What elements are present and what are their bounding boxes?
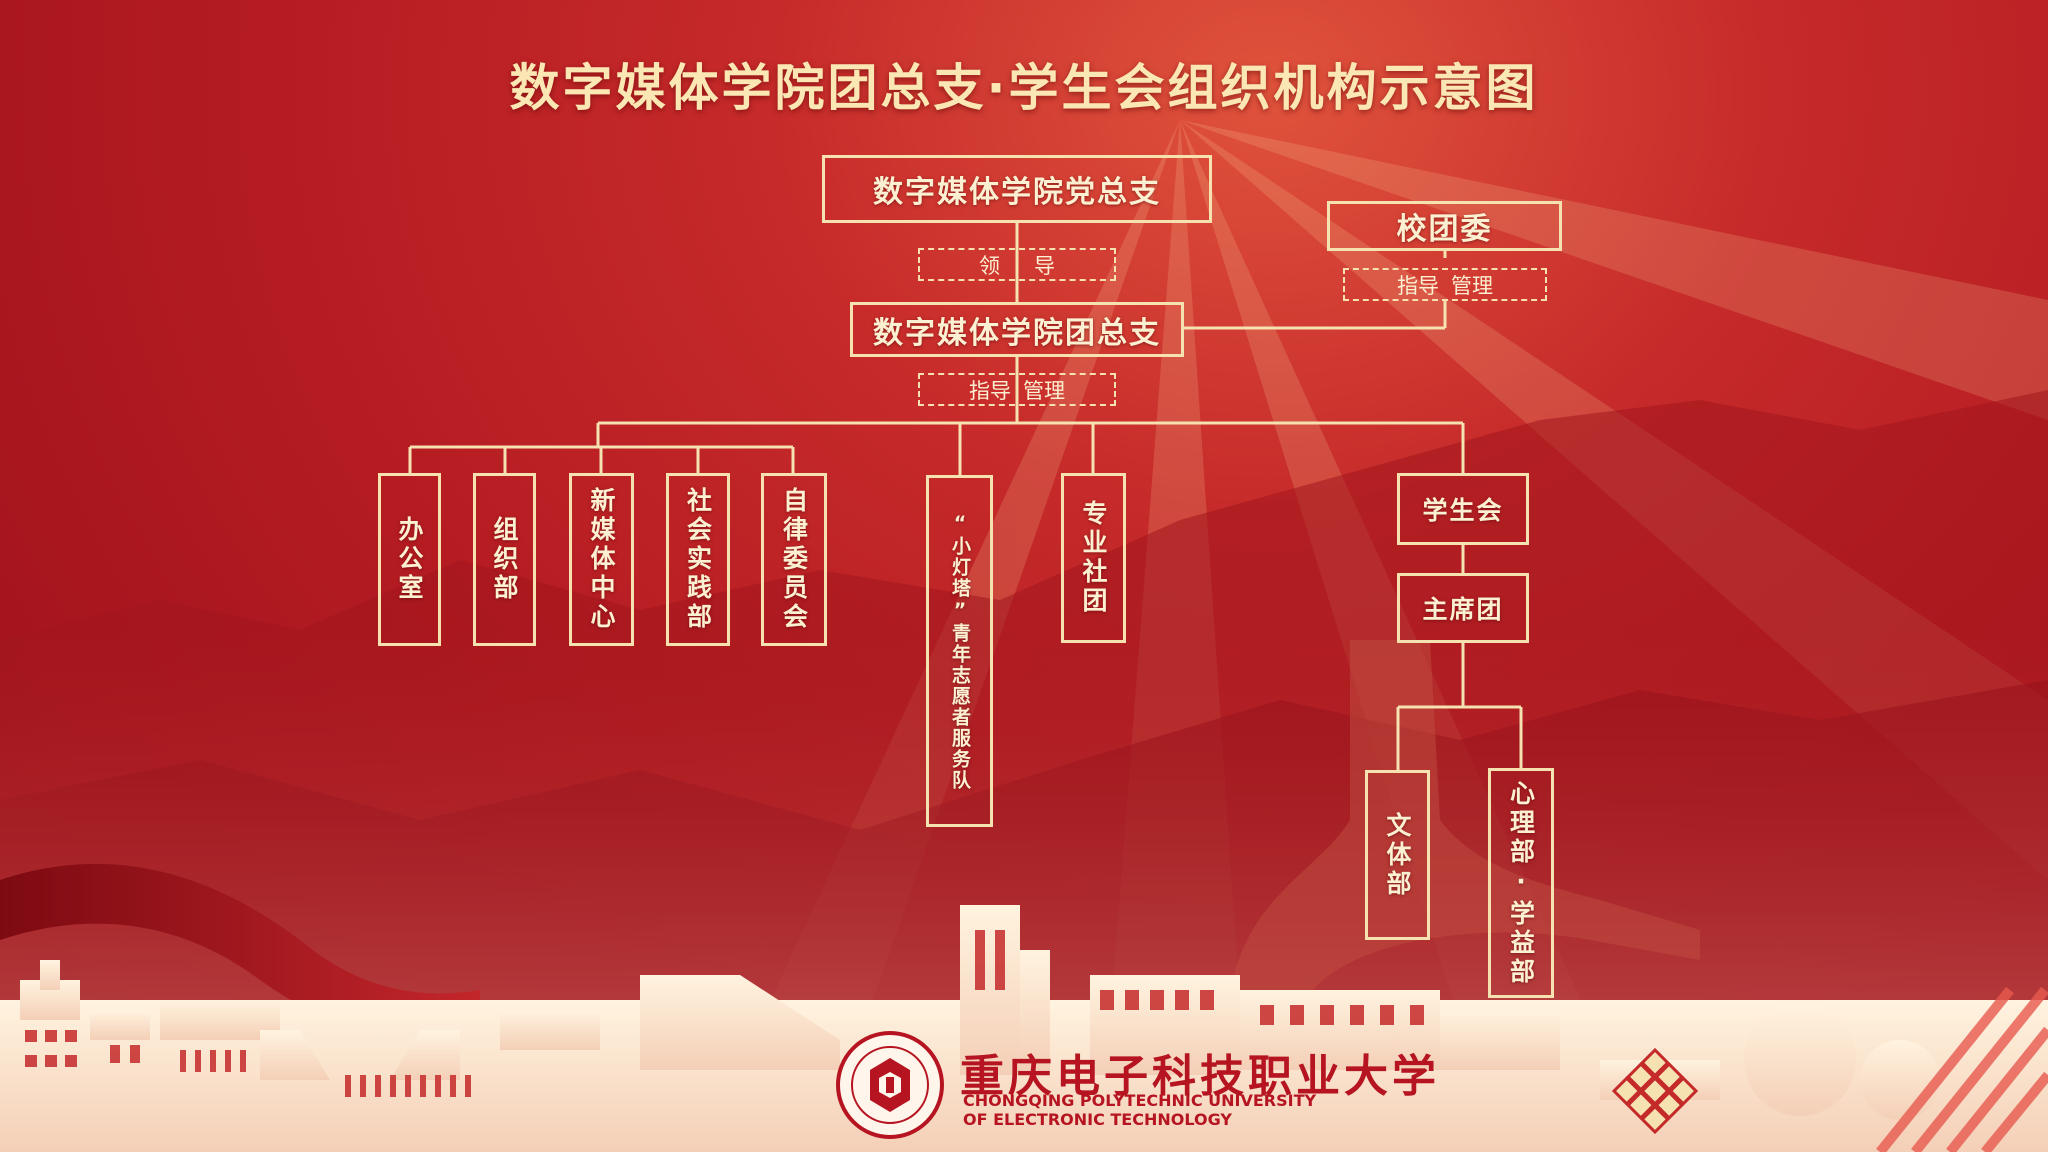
red-ribbon xyxy=(0,863,480,1043)
node-presidium: 主席团 xyxy=(1397,573,1529,643)
relation-manage: 管理 xyxy=(1451,273,1493,298)
page-title: 数字媒体学院团总支·学生会组织机构示意图 xyxy=(509,59,1539,117)
node-school-league: 校团委 xyxy=(1327,201,1562,251)
great-wall xyxy=(1230,640,1700,1010)
node-clubs: 专业社团 xyxy=(1061,473,1126,643)
node-psychology-study: 心理部·学益部 xyxy=(1488,768,1554,998)
node-social-practice: 社会实践部 xyxy=(666,473,730,646)
node-party-branch: 数字媒体学院党总支 xyxy=(822,155,1212,223)
node-league-branch: 数字媒体学院团总支 xyxy=(850,302,1184,357)
relation-guide: 指导 xyxy=(1397,273,1439,298)
relation-guide-manage-branch: 指导 管理 xyxy=(918,373,1116,406)
relation-lead-char-1: 领 xyxy=(979,253,1000,278)
university-name-en-line1: CHONGQING POLYTECHNIC UNIVERSITY xyxy=(963,1091,1317,1110)
diamond-pattern xyxy=(1611,1047,1699,1135)
relation-guide-manage-school: 指导 管理 xyxy=(1343,268,1547,301)
node-self-discipline: 自律委员会 xyxy=(761,473,827,646)
relation-lead: 领 导 xyxy=(918,248,1116,281)
campus-skyline xyxy=(0,905,2048,1152)
relation-manage: 管理 xyxy=(1023,378,1065,403)
relation-lead-char-2: 导 xyxy=(1034,253,1055,278)
node-organization: 组织部 xyxy=(473,473,536,646)
stripe-decoration xyxy=(1876,986,2048,1152)
node-culture-sports: 文体部 xyxy=(1365,770,1430,940)
node-office: 办公室 xyxy=(378,473,441,646)
university-seal-icon xyxy=(836,1031,944,1139)
university-name-en-line2: OF ELECTRONIC TECHNOLOGY xyxy=(963,1110,1232,1129)
skyline-windows xyxy=(25,930,1424,1097)
node-new-media: 新媒体中心 xyxy=(569,473,634,646)
relation-guide: 指导 xyxy=(969,378,1011,403)
node-student-union: 学生会 xyxy=(1397,473,1529,545)
university-name-cn: 重庆电子科技职业大学 xyxy=(960,1051,1440,1102)
node-volunteers: “小灯塔”青年志愿者服务队 xyxy=(926,475,993,827)
